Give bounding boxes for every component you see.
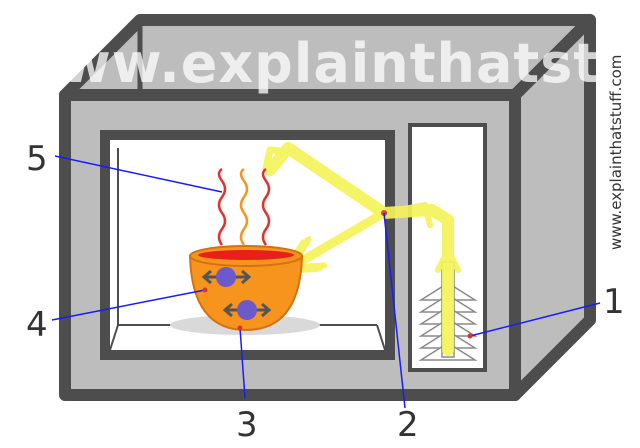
bowl-contents — [198, 250, 294, 260]
side-watermark-text: www.explainthatstuff.com — [607, 55, 625, 250]
molecule-icon — [216, 267, 236, 287]
callout-line-3 — [239, 327, 246, 399]
food-bowl — [188, 245, 304, 332]
beam-up-arrow — [435, 247, 461, 273]
cavity-floor-edge-right — [376, 324, 386, 351]
label-1: 1 — [603, 282, 625, 322]
beam-reflected-path — [300, 208, 389, 262]
label-2: 2 — [397, 405, 419, 445]
beam-fork — [381, 202, 433, 228]
molecule-icon — [237, 300, 257, 320]
water-molecule-upper — [201, 267, 252, 287]
watermark-text: www.explainthatstuff.com — [10, 32, 640, 95]
callout-line-5 — [54, 155, 223, 193]
callout-line-1 — [469, 302, 601, 337]
heat-waves — [217, 167, 271, 246]
cavity-floor-edge — [109, 324, 119, 351]
label-3: 3 — [236, 405, 258, 445]
label-5: 5 — [26, 139, 48, 179]
callout-lines — [51, 155, 601, 409]
callout-line-2 — [383, 212, 406, 409]
callout-line-4 — [51, 289, 206, 321]
beam-upper-arrow — [262, 146, 294, 172]
heat-wave-middle — [239, 167, 249, 246]
callout-dots — [202, 287, 473, 339]
water-molecule-lower — [222, 300, 272, 320]
heat-wave-left — [217, 167, 227, 246]
heat-wave-right — [261, 167, 271, 246]
label-4: 4 — [26, 305, 48, 345]
microwave-beam — [262, 142, 461, 356]
